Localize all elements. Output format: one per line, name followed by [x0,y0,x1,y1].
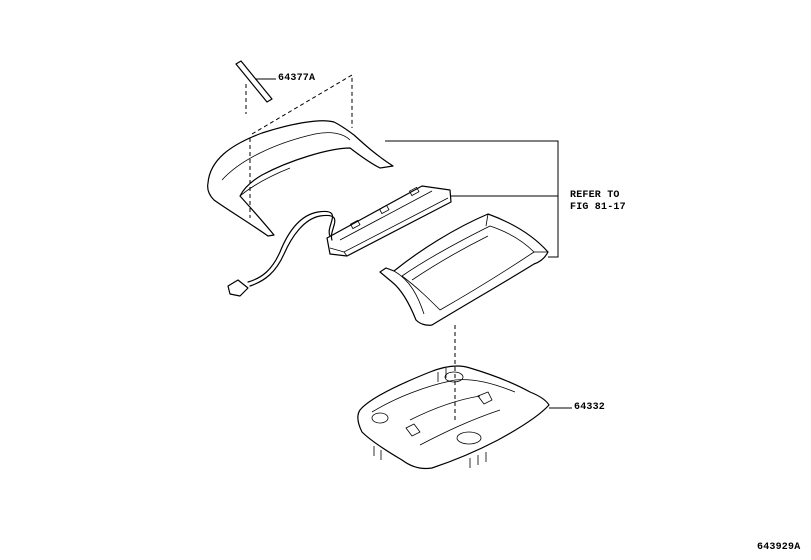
led-lamp-unit-part [326,185,452,257]
label-refer-to: REFER TO [570,190,620,201]
alignment-dash-upper [245,74,353,218]
label-64332: 64332 [574,402,606,413]
label-fig-ref: FIG 81-17 [570,202,626,213]
base-bracket-part [357,365,550,470]
lens-frame-part [379,213,549,326]
wire-harness-part [227,210,336,297]
figure-id: 643929A [757,542,801,553]
label-64377a: 64377A [278,73,316,84]
seal-strip-part [235,60,273,103]
upper-cover-part [207,120,394,237]
refer-bracket [385,140,559,258]
